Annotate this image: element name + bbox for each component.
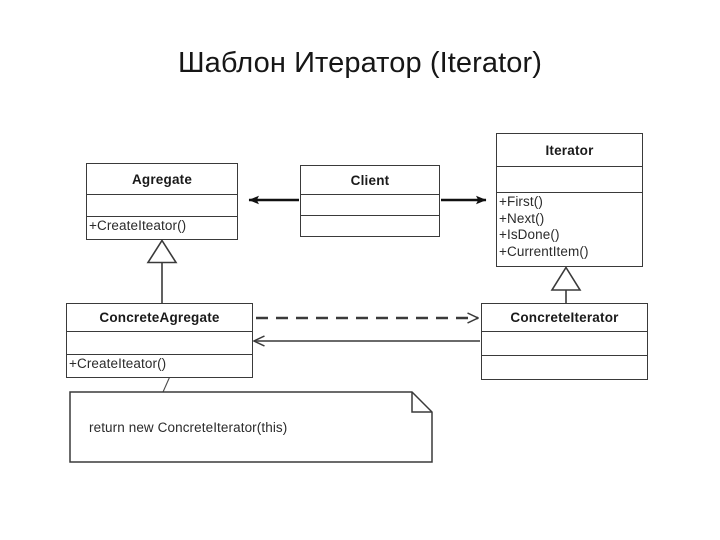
class-operations-iterator: +First() +Next() +IsDone() +CurrentItem(… bbox=[497, 192, 642, 266]
class-name-concrete-iterator: ConcreteIterator bbox=[510, 310, 619, 325]
class-attributes-concrete-iterator bbox=[482, 331, 647, 355]
class-box-iterator[interactable]: Iterator +First() +Next() +IsDone() +Cur… bbox=[496, 133, 643, 267]
class-attributes-iterator bbox=[497, 166, 642, 192]
link-generalization-agregate bbox=[146, 239, 178, 303]
class-name-agregate: Agregate bbox=[131, 171, 193, 187]
class-attributes-agregate bbox=[87, 194, 237, 216]
operation-item: +First() bbox=[499, 194, 543, 209]
link-generalization-iterator bbox=[550, 265, 582, 303]
class-name-iterator: Iterator bbox=[545, 142, 594, 158]
note-body: return new ConcreteIterator(this) bbox=[89, 420, 288, 435]
class-box-client[interactable]: Client bbox=[300, 165, 440, 237]
class-operations-client bbox=[301, 215, 439, 236]
page-title: Шаблон Итератор (Iterator) bbox=[177, 47, 543, 79]
class-operations-concrete-iterator bbox=[482, 355, 647, 378]
operation-item: +IsDone() bbox=[499, 227, 560, 242]
class-operations-agregate: +CreateIteator() bbox=[87, 216, 237, 239]
class-box-concrete-iterator[interactable]: ConcreteIterator bbox=[481, 303, 648, 380]
operation-item: +CurrentItem() bbox=[499, 243, 589, 259]
class-attributes-client bbox=[301, 194, 439, 215]
operation-item: +CreateIteator() bbox=[89, 218, 187, 233]
class-box-concrete-agregate[interactable]: ConcreteAgregate +CreateIteator() bbox=[66, 303, 253, 378]
operation-item: +CreateIteator() bbox=[69, 356, 167, 371]
class-attributes-concrete-agregate bbox=[67, 331, 252, 354]
class-box-agregate[interactable]: Agregate +CreateIteator() bbox=[86, 163, 238, 240]
operation-item: +Next() bbox=[499, 210, 545, 226]
class-name-client: Client bbox=[350, 172, 390, 188]
class-name-concrete-agregate: ConcreteAgregate bbox=[99, 310, 220, 325]
class-operations-concrete-agregate: +CreateIteator() bbox=[67, 354, 252, 376]
